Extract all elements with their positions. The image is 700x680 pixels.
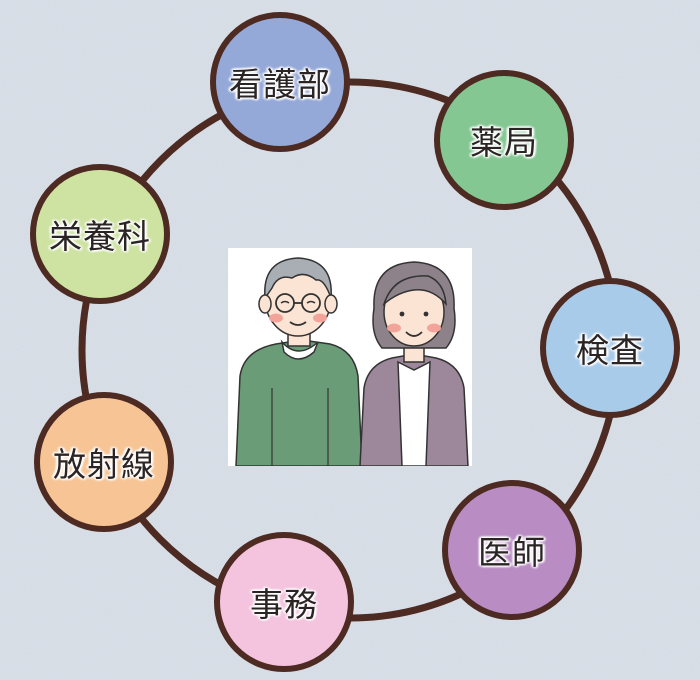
node-pharmacy[interactable]: 薬局 [434, 70, 574, 210]
elderly-woman [359, 261, 469, 466]
node-label: 薬局 [470, 123, 538, 162]
node-nursing[interactable]: 看護部 [210, 12, 350, 152]
node-laboratory[interactable]: 検査 [540, 278, 680, 418]
node-radiology[interactable]: 放射線 [34, 392, 174, 532]
node-doctor[interactable]: 医師 [442, 480, 582, 620]
node-office[interactable]: 事務 [214, 532, 354, 672]
node-nutrition[interactable]: 栄養科 [30, 164, 170, 304]
elderly-man [235, 257, 363, 466]
node-label: 看護部 [229, 65, 331, 104]
node-label: 事務 [250, 585, 318, 624]
node-label: 放射線 [53, 445, 155, 484]
node-label: 医師 [478, 533, 546, 572]
node-label: 栄養科 [49, 217, 151, 256]
node-label: 検査 [576, 331, 644, 370]
elderly-couple-illustration [228, 248, 472, 466]
